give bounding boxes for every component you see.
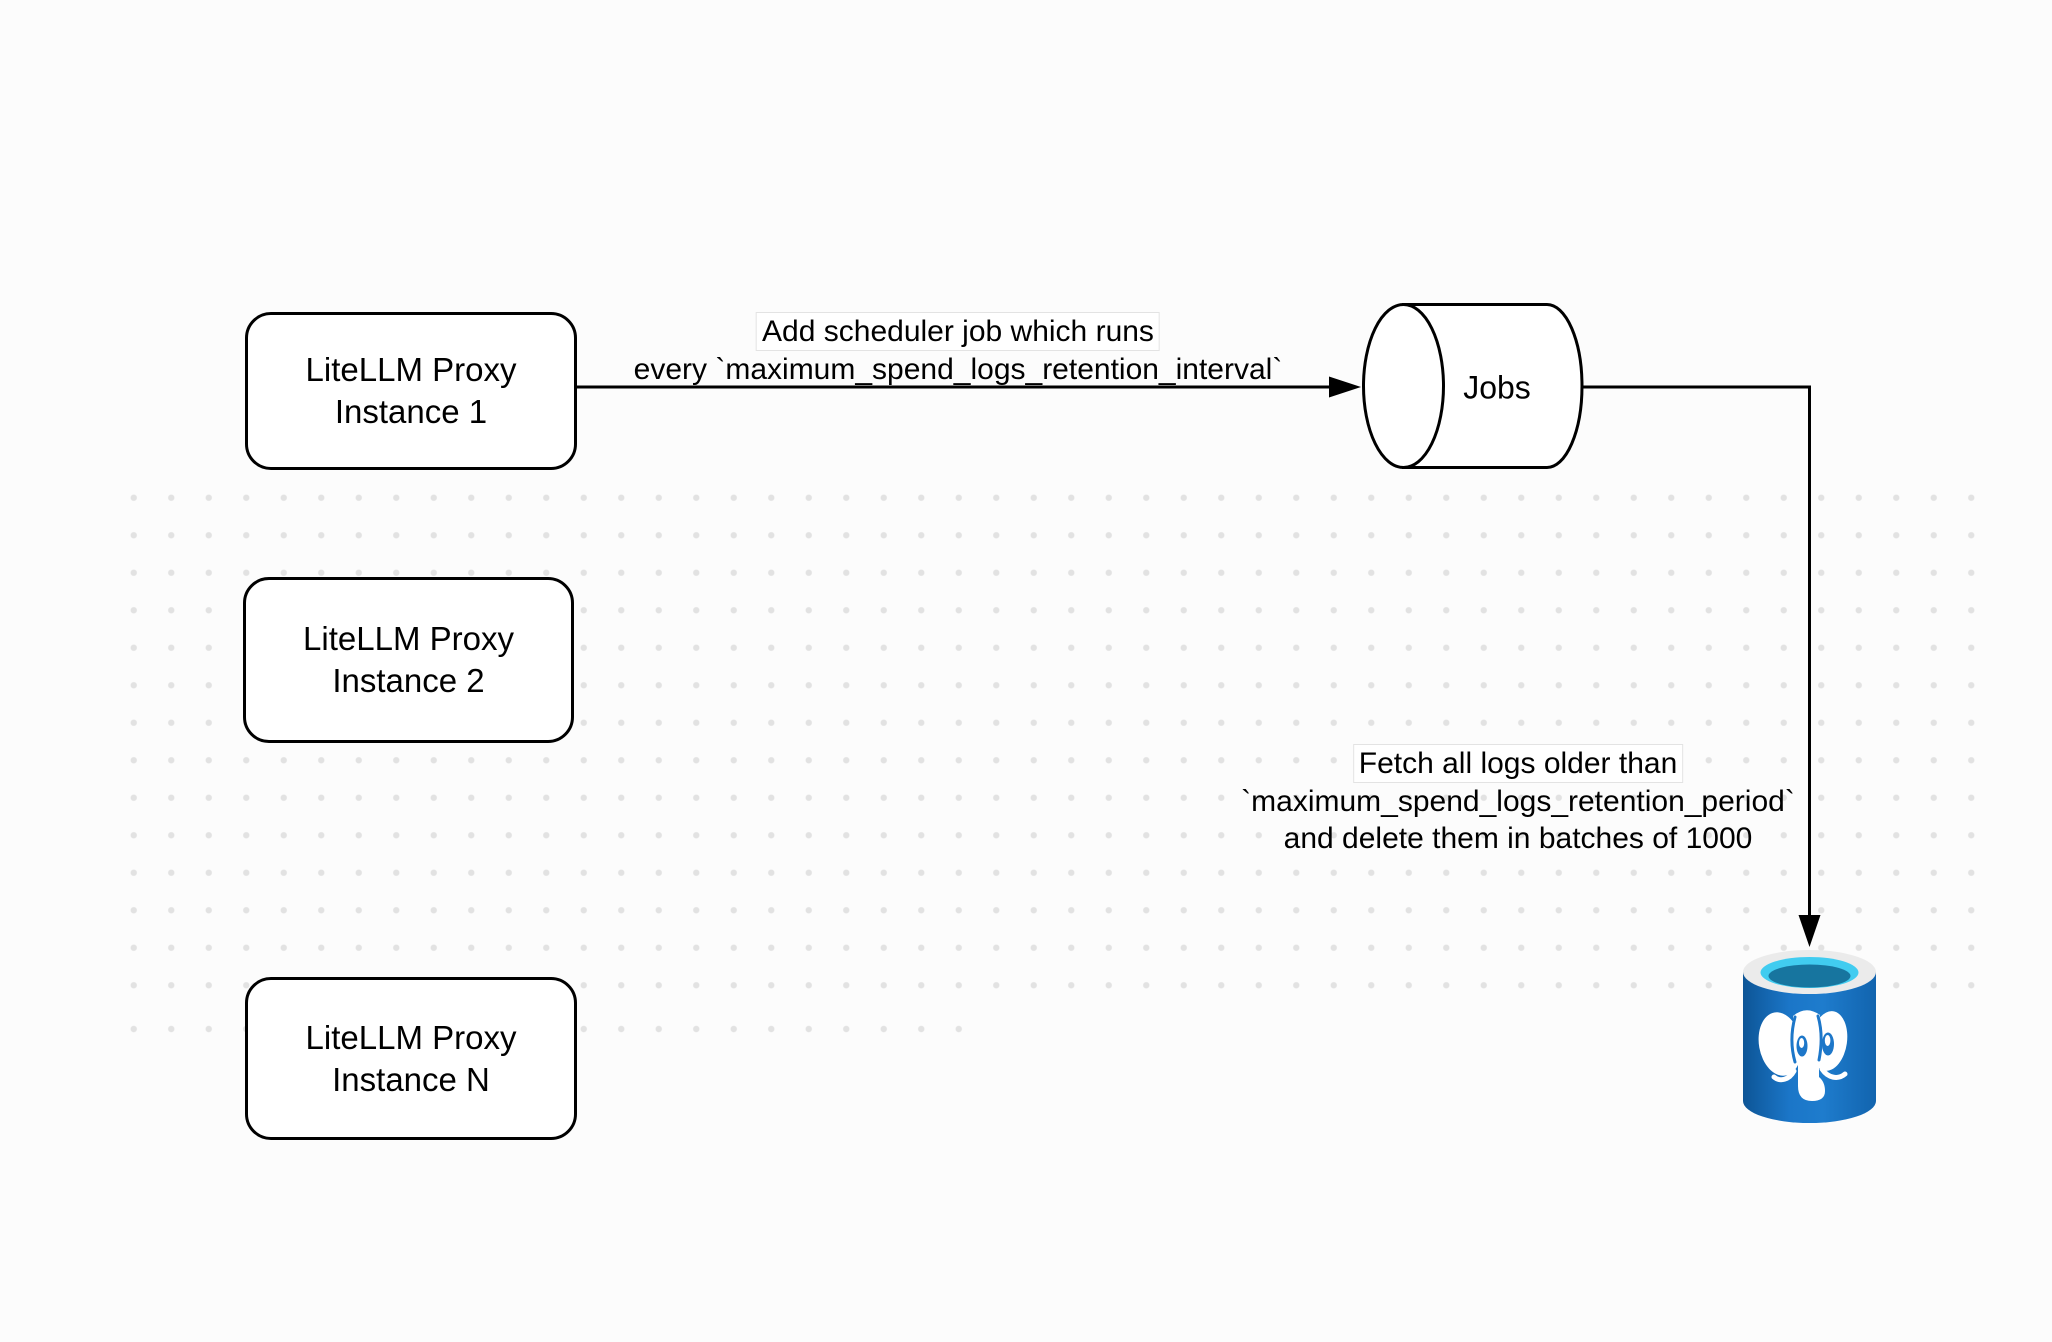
arrowhead-icon <box>1798 915 1821 947</box>
cylinder-body <box>1402 303 1584 469</box>
node-subtitle: Instance N <box>332 1060 490 1098</box>
edge-label-line: Add scheduler job which runs <box>756 312 1160 351</box>
jobs-queue-label: Jobs <box>1463 369 1531 406</box>
edge-label-line: `maximum_spend_logs_retention_period` <box>1241 785 1795 818</box>
edge-add-scheduler-job <box>577 376 1361 398</box>
node-litellm-proxy-instance-n: LiteLLM Proxy Instance N <box>245 977 577 1140</box>
edge-label-line: and delete them in batches of 1000 <box>1283 822 1753 855</box>
edge-delete-old-logs <box>1582 385 1821 947</box>
node-jobs-queue-shape <box>1362 303 1584 469</box>
edge-label-line: every `maximum_spend_logs_retention_inte… <box>633 353 1283 386</box>
node-title: LiteLLM Proxy <box>305 351 517 388</box>
node-litellm-proxy-instance-1: LiteLLM Proxy Instance 1 <box>245 312 577 470</box>
node-subtitle: Instance 1 <box>334 393 488 430</box>
edge-label-add-scheduler-job: Add scheduler job which runs every `maxi… <box>629 312 1288 388</box>
edge-label-line: Fetch all logs older than <box>1352 744 1684 783</box>
postgresql-database-icon <box>1743 950 1876 1123</box>
node-title: LiteLLM Proxy <box>303 620 514 657</box>
node-title: LiteLLM Proxy <box>305 1018 517 1056</box>
arrowhead-icon <box>1329 376 1361 398</box>
postgres-elephant-logo <box>1758 1010 1848 1101</box>
node-litellm-proxy-instance-2: LiteLLM Proxy Instance 2 <box>243 577 574 743</box>
cylinder-cap <box>1362 303 1445 469</box>
edge-line <box>1582 385 1811 923</box>
database-opening-inner <box>1768 964 1851 988</box>
node-subtitle: Instance 2 <box>332 662 485 699</box>
edge-label-delete-old-logs: Fetch all logs older than `maximum_spend… <box>1236 744 1800 857</box>
